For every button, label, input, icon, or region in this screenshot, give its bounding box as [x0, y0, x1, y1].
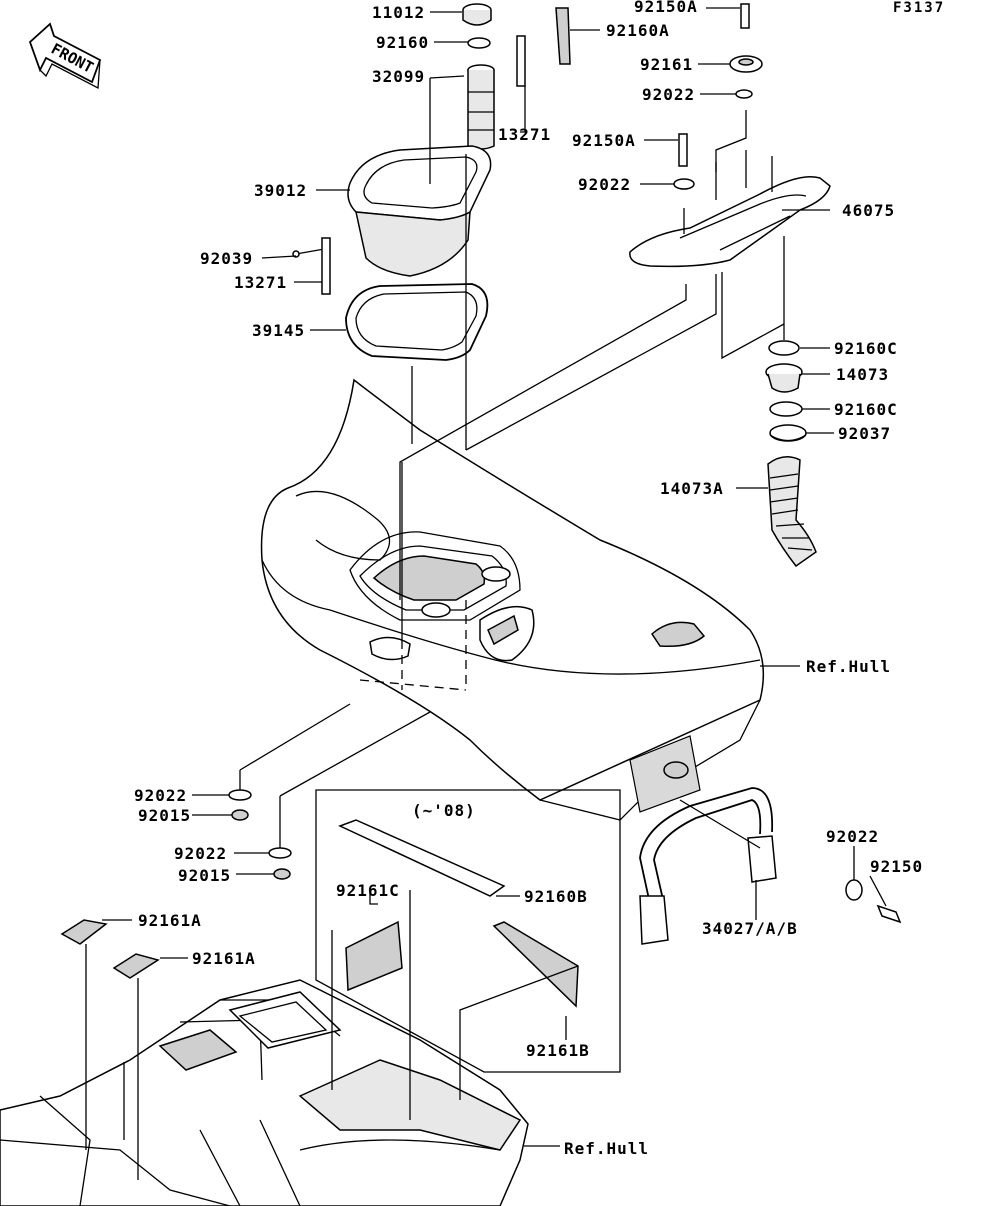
callout-14073A: 14073A [660, 479, 724, 498]
part-13271-bracket-upper [516, 35, 526, 87]
callout-34027: 34027/A/B [702, 919, 798, 938]
deck-assembly [260, 378, 765, 821]
part-92022-washer-right [845, 879, 863, 901]
callout-92161C: 92161C [336, 881, 400, 900]
part-92022-washer-mid [673, 178, 695, 190]
callout-92022-mid: 92022 [578, 175, 631, 194]
callout-39012: 39012 [254, 181, 307, 200]
callout-92161A-a: 92161A [138, 911, 202, 930]
part-92150-bolt-right [876, 904, 902, 924]
leader-lines [85, 7, 887, 1180]
part-92161B-decal [492, 921, 579, 1008]
callout-14073: 14073 [836, 365, 889, 384]
callout-92161A-b: 92161A [192, 949, 256, 968]
part-92015-nut-a [231, 809, 249, 821]
part-92037-clamp [769, 424, 807, 442]
part-92161A-mat-b [112, 953, 160, 979]
part-39012-storage-bucket [347, 145, 492, 277]
part-92160B-decal-strip [338, 819, 506, 897]
callout-11012: 11012 [372, 3, 425, 22]
part-92160C-oring-upper [768, 340, 800, 356]
front-arrow-icon: FRONT [28, 22, 102, 90]
part-92161C-decal [345, 920, 403, 992]
callout-92150A-top: 92150A [634, 0, 698, 16]
model-note: (~'08) [412, 801, 476, 820]
callout-92160B: 92160B [524, 887, 588, 906]
callout-92160: 92160 [376, 33, 429, 52]
callout-92160A: 92160A [606, 21, 670, 40]
callout-92037: 92037 [838, 424, 891, 443]
lower-hull-assembly [0, 979, 529, 1206]
callout-92160C-upper: 92160C [834, 339, 898, 358]
callout-92039: 92039 [200, 249, 253, 268]
callout-92015-a: 92015 [138, 806, 191, 825]
part-92160C-oring-lower [769, 401, 803, 417]
callout-92150: 92150 [870, 857, 923, 876]
part-92160-oring [467, 37, 491, 49]
part-92161A-mat-a [60, 919, 108, 945]
callout-39145: 39145 [252, 321, 305, 340]
part-92015-nut-b [273, 868, 291, 880]
callout-92161B: 92161B [526, 1041, 590, 1060]
callout-13271-lower: 13271 [234, 273, 287, 292]
ref-hull-upper: Ref.Hull [806, 657, 891, 676]
callout-92150A-mid: 92150A [572, 131, 636, 150]
callout-labels: 11012 92160 32099 13271 39012 92039 1327… [134, 0, 923, 1158]
callout-92161: 92161 [640, 55, 693, 74]
part-92150A-bolt-top [740, 3, 750, 29]
callout-46075: 46075 [842, 201, 895, 220]
part-92160A-strip [555, 7, 571, 65]
ref-hull-lower: Ref.Hull [564, 1139, 649, 1158]
part-92150A-bolt-mid [678, 133, 688, 167]
part-32099-tube [467, 64, 495, 150]
callout-92015-b: 92015 [178, 866, 231, 885]
callout-13271-upper: 13271 [498, 125, 551, 144]
diagram-code: F3137 [893, 0, 945, 16]
part-92022-washer-a [228, 789, 252, 801]
callout-92022-b: 92022 [174, 844, 227, 863]
part-14073-fitting [765, 363, 803, 393]
callout-92022-right: 92022 [826, 827, 879, 846]
callout-92022-top: 92022 [642, 85, 695, 104]
callout-92022-a: 92022 [134, 786, 187, 805]
part-14073A-bellows-hose [767, 456, 817, 568]
part-13271-bracket-lower [321, 237, 331, 295]
part-92022-washer-b [268, 847, 292, 859]
part-92161-rubber-pad [729, 55, 763, 73]
callout-32099: 32099 [372, 67, 425, 86]
part-39145-gasket [345, 283, 489, 361]
decal-frame [315, 789, 621, 1073]
part-46075-handle [629, 150, 831, 268]
part-92022-washer-top [735, 89, 753, 99]
part-11012-cap [462, 3, 492, 26]
callout-92160C-lower: 92160C [834, 400, 898, 419]
